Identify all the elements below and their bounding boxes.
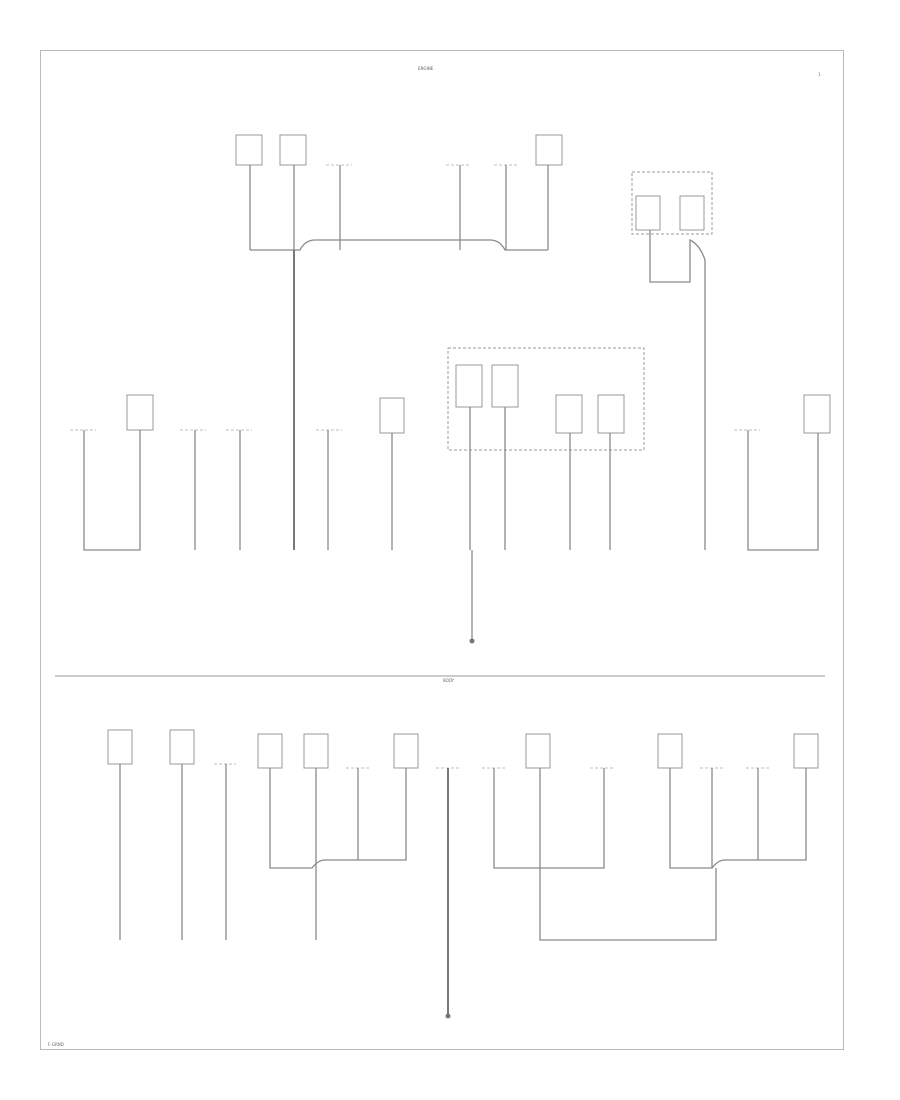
ground-point [445,1013,451,1019]
component-box [257,733,283,769]
component-box [803,394,831,434]
component-box [657,733,683,769]
component-box [107,729,133,765]
page-number: 1 [818,72,821,77]
component-box [169,729,195,765]
diagram-frame [40,50,844,1050]
wire [649,230,706,550]
component-box [303,733,329,769]
wire [747,430,819,551]
wire [493,768,605,869]
component-box [535,134,563,166]
wire [669,768,807,869]
ground-point [469,638,475,644]
section-title-engine: ENGINE [418,66,434,71]
component-box [793,733,819,769]
component-box [491,364,519,408]
wire [269,768,407,869]
wire [539,768,717,941]
footer-id: F-GRND [48,1042,64,1047]
component-box [597,394,625,434]
component-box [279,134,307,166]
ground-bus [250,239,548,251]
component-box [525,733,551,769]
component-box [555,394,583,434]
section-title-body: BODY [443,678,455,683]
component-box [455,364,483,408]
component-box [379,397,405,434]
wire [83,430,141,551]
component-box [126,394,154,431]
component-box [235,134,263,166]
component-box [635,195,661,231]
component-box [679,195,705,231]
component-box [393,733,419,769]
